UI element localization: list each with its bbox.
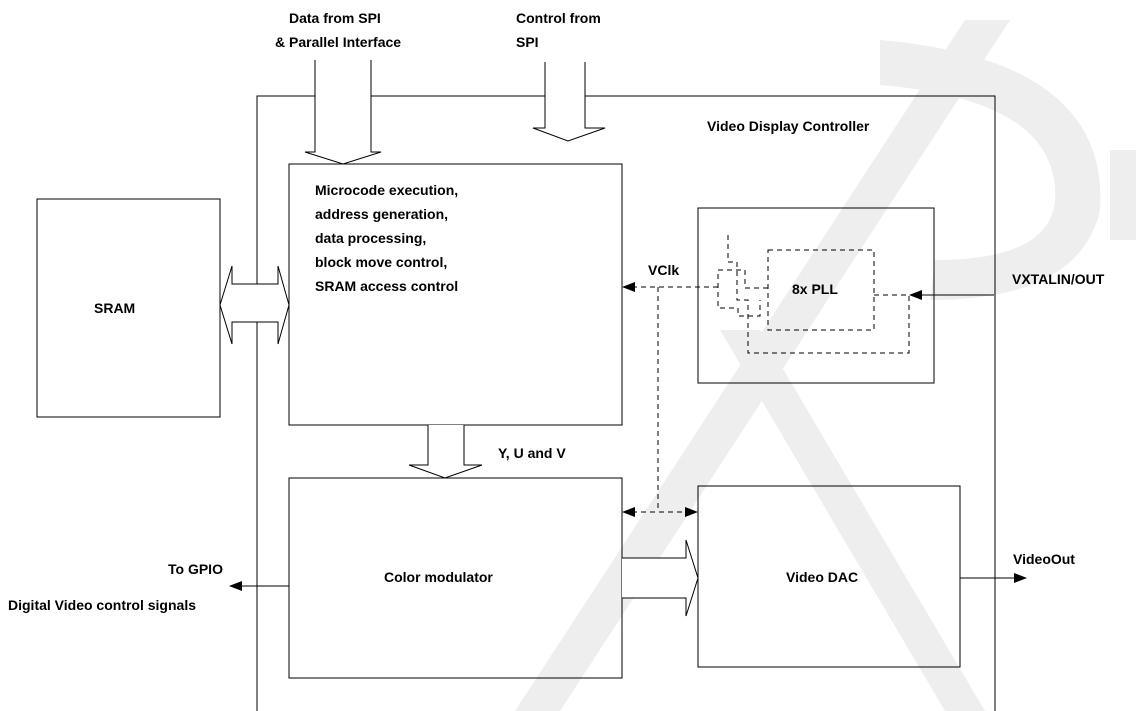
video-out-arrowhead <box>1014 573 1027 583</box>
data-in-fat-arrow <box>304 60 382 165</box>
color-modulator-label: Color modulator <box>384 569 493 585</box>
sram-bus-arrow <box>219 265 290 345</box>
vxtal-label: VXTALIN/OUT <box>1012 271 1105 287</box>
control-in-fat-arrow <box>532 62 606 142</box>
control-in-label-line2: SPI <box>516 34 539 50</box>
data-in-label-line1: Data from SPI <box>289 10 381 26</box>
vdc-title: Video Display Controller <box>707 118 870 134</box>
yuv-fat-arrow <box>408 425 483 479</box>
microcode-line-2: address generation, <box>315 206 448 222</box>
draft-watermark <box>515 20 1136 711</box>
microcode-line-4: block move control, <box>315 254 447 270</box>
vxtal-arrowhead <box>909 290 922 300</box>
pll-label: 8x PLL <box>792 281 838 297</box>
control-in-label-line1: Control from <box>516 10 601 26</box>
vclk-mod-arrowhead <box>622 507 635 517</box>
vdc-frame <box>256 95 996 711</box>
video-dac-label: Video DAC <box>786 569 858 585</box>
pll-inner-box <box>767 249 875 331</box>
data-in-label-line2: & Parallel Interface <box>275 34 401 50</box>
vclk-dac-arrowhead <box>685 507 698 517</box>
yuv-label: Y, U and V <box>498 445 566 461</box>
microcode-line-5: SRAM access control <box>315 278 458 294</box>
video-out-label: VideoOut <box>1013 551 1075 567</box>
vclk-label: VClk <box>648 262 679 278</box>
gpio-arrowhead <box>229 581 242 591</box>
microcode-line-3: data processing, <box>315 230 426 246</box>
sram-block <box>36 198 221 418</box>
video-dac-block <box>697 485 961 668</box>
vclk-arrowhead <box>622 282 635 292</box>
sram-label: SRAM <box>94 300 135 316</box>
pll-mux-path <box>717 269 768 317</box>
microcode-block <box>288 163 623 426</box>
digital-video-label: Digital Video control signals <box>8 597 196 613</box>
microcode-line-1: Microcode execution, <box>315 182 458 198</box>
to-gpio-label: To GPIO <box>168 561 223 577</box>
pll-feedback-path <box>727 234 910 354</box>
